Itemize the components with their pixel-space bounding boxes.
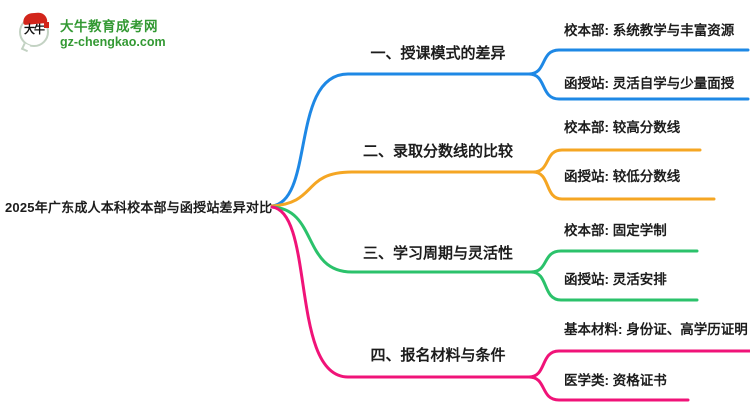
branch-label-1: 一、授课模式的差异 — [370, 45, 506, 62]
branch-2-child-label-2: 函授站: 较低分数线 — [564, 169, 681, 184]
branch-2-main-line — [270, 170, 535, 208]
site-logo[interactable]: 大牛 大牛教育成考网 gz-chengkao.com — [18, 11, 166, 53]
branch-1-child-2-line — [527, 72, 750, 101]
branch-1-child-1-line — [527, 48, 750, 76]
logo-bull-glyph: 大牛 — [24, 24, 45, 36]
main-topic: 2025年广东成人本科校本部与函授站差异对比 — [5, 200, 273, 215]
speech-bubble-tail — [20, 42, 31, 53]
branch-3-child-label-2: 函授站: 灵活安排 — [564, 272, 667, 287]
bull-logo-icon: 大牛 — [18, 11, 54, 53]
branch-label-4: 四、报名材料与条件 — [370, 347, 506, 364]
branch-label-3: 三、学习周期与灵活性 — [362, 245, 513, 262]
branch-3-main-line — [270, 205, 533, 274]
red-seal-badge — [44, 22, 49, 28]
site-name: 大牛教育成考网 — [60, 19, 158, 34]
branch-3-child-1-line — [529, 249, 699, 274]
branch-2-child-label-1: 校本部: 较高分数线 — [564, 120, 681, 135]
site-url: gz-chengkao.com — [60, 35, 166, 49]
branch-4-child-1-line — [527, 349, 750, 379]
branch-3-child-2-line — [529, 270, 699, 302]
branch-4-child-2-line — [527, 375, 690, 402]
branch-3-child-label-1: 校本部: 固定学制 — [564, 223, 667, 238]
branch-4-main-line — [270, 205, 531, 379]
branch-1-child-label-1: 校本部: 系统教学与丰富资源 — [564, 23, 735, 38]
branch-1-main-line — [270, 72, 531, 208]
branch-1-child-label-2: 函授站: 灵活自学与少量面授 — [564, 76, 735, 91]
logo-text-block: 大牛教育成考网 gz-chengkao.com — [60, 13, 166, 50]
branch-2-child-2-line — [531, 170, 716, 201]
branch-label-2: 二、录取分数线的比较 — [362, 143, 513, 160]
branch-4-child-label-2: 医学类: 资格证书 — [564, 373, 667, 388]
branch-4-child-label-1: 基本材料: 身份证、高学历证明 — [564, 322, 748, 337]
